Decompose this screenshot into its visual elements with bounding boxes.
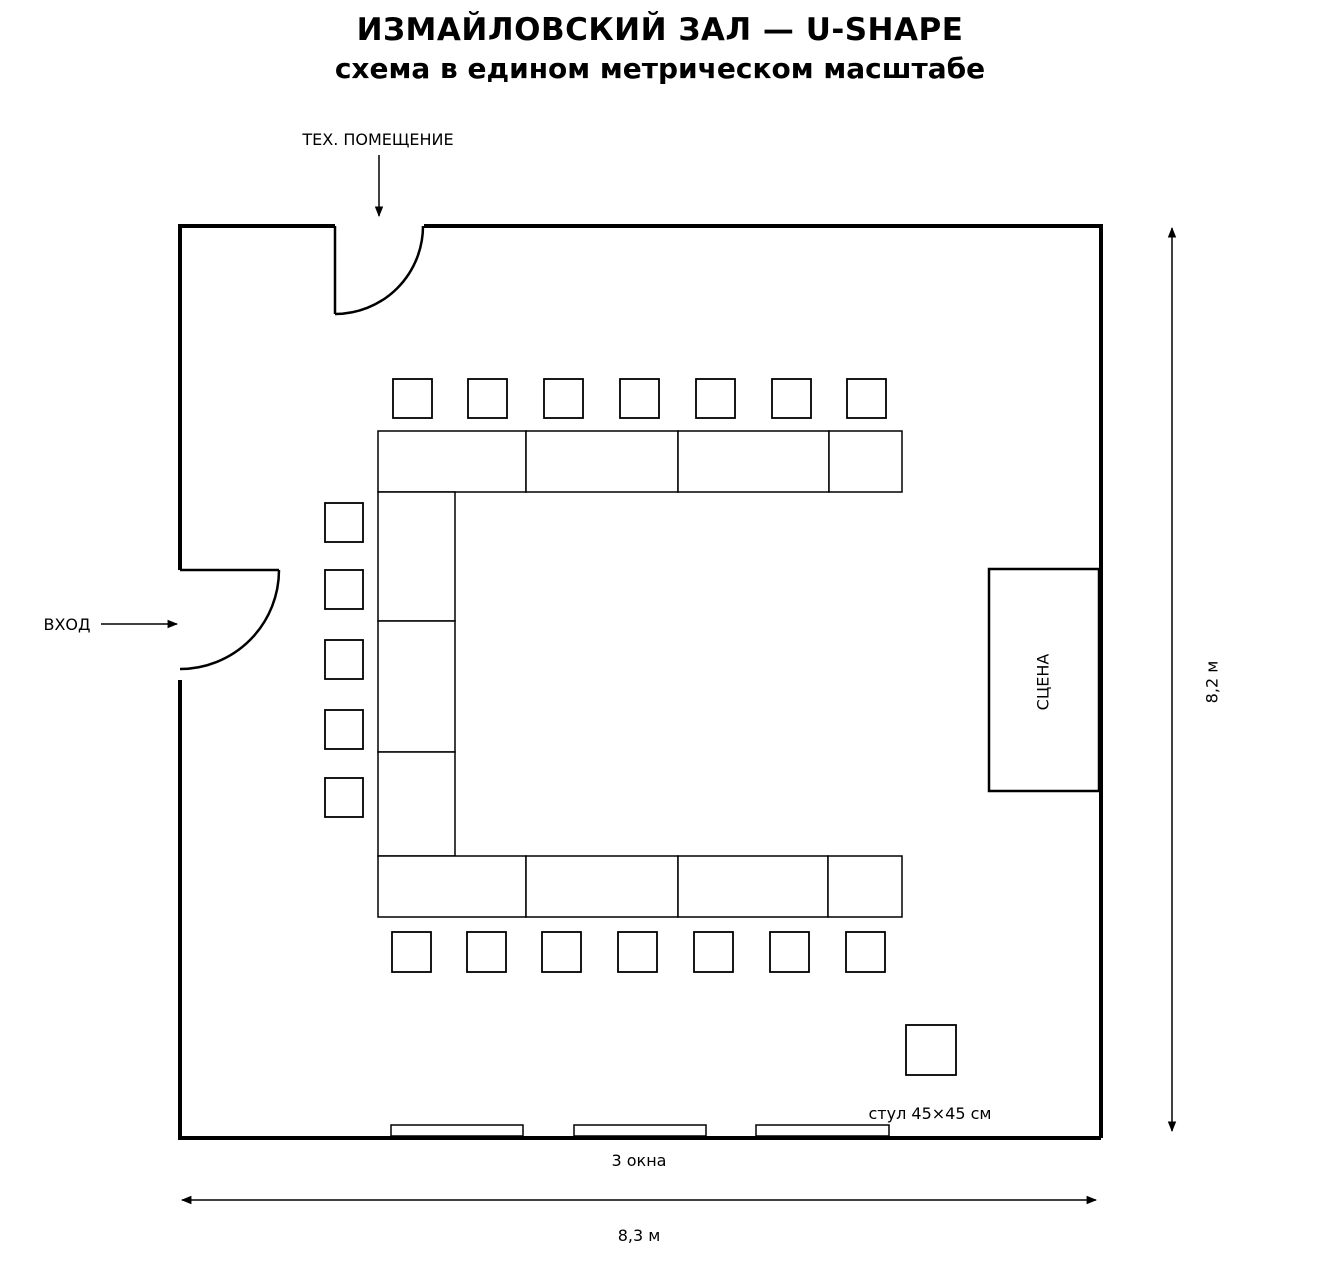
page-title: ИЗМАЙЛОВСКИЙ ЗАЛ — U-SHAPE xyxy=(356,12,964,48)
tech-room-label: ТЕХ. ПОМЕЩЕНИЕ xyxy=(301,130,453,149)
chair xyxy=(324,709,364,750)
chair xyxy=(846,378,887,419)
chair xyxy=(543,378,584,419)
chair xyxy=(845,931,886,973)
chair xyxy=(466,931,507,973)
tables xyxy=(377,430,903,918)
table-bottom xyxy=(677,855,829,918)
chair-legend-sample xyxy=(905,1024,957,1076)
width-dimension-label: 8,3 м xyxy=(618,1226,661,1245)
windows-label: 3 окна xyxy=(612,1151,667,1170)
table-top xyxy=(377,430,527,493)
windows xyxy=(390,1124,890,1137)
chair xyxy=(467,378,508,419)
chair xyxy=(324,569,364,610)
window xyxy=(573,1124,707,1137)
table-bottom xyxy=(377,855,527,918)
chair xyxy=(769,931,810,973)
chair-legend-label: стул 45×45 см xyxy=(869,1104,992,1123)
chairs xyxy=(324,378,887,973)
entrance-door xyxy=(179,568,281,671)
chair xyxy=(324,777,364,818)
chair xyxy=(695,378,736,419)
entrance-label: ВХОД xyxy=(43,615,90,634)
chair xyxy=(391,931,432,973)
table-left xyxy=(377,491,456,622)
table-top xyxy=(828,430,903,493)
tech-room-door xyxy=(333,225,425,316)
chair xyxy=(617,931,658,973)
table-top xyxy=(525,430,679,493)
stage xyxy=(987,567,1101,793)
chair xyxy=(619,378,660,419)
room-walls xyxy=(178,224,1103,1140)
table-left xyxy=(377,751,456,857)
chair xyxy=(392,378,433,419)
window xyxy=(755,1124,890,1137)
stage-label: СЦЕНА xyxy=(1034,654,1053,711)
page-subtitle: схема в едином метрическом масштабе xyxy=(334,52,986,85)
table-bottom xyxy=(827,855,903,918)
window xyxy=(390,1124,524,1137)
chair xyxy=(693,931,734,973)
table-top xyxy=(677,430,830,493)
chair xyxy=(771,378,812,419)
table-bottom xyxy=(525,855,679,918)
height-dimension-label: 8,2 м xyxy=(1203,661,1222,704)
table-left xyxy=(377,620,456,753)
chair xyxy=(324,639,364,680)
chair xyxy=(541,931,582,973)
chair xyxy=(324,502,364,543)
